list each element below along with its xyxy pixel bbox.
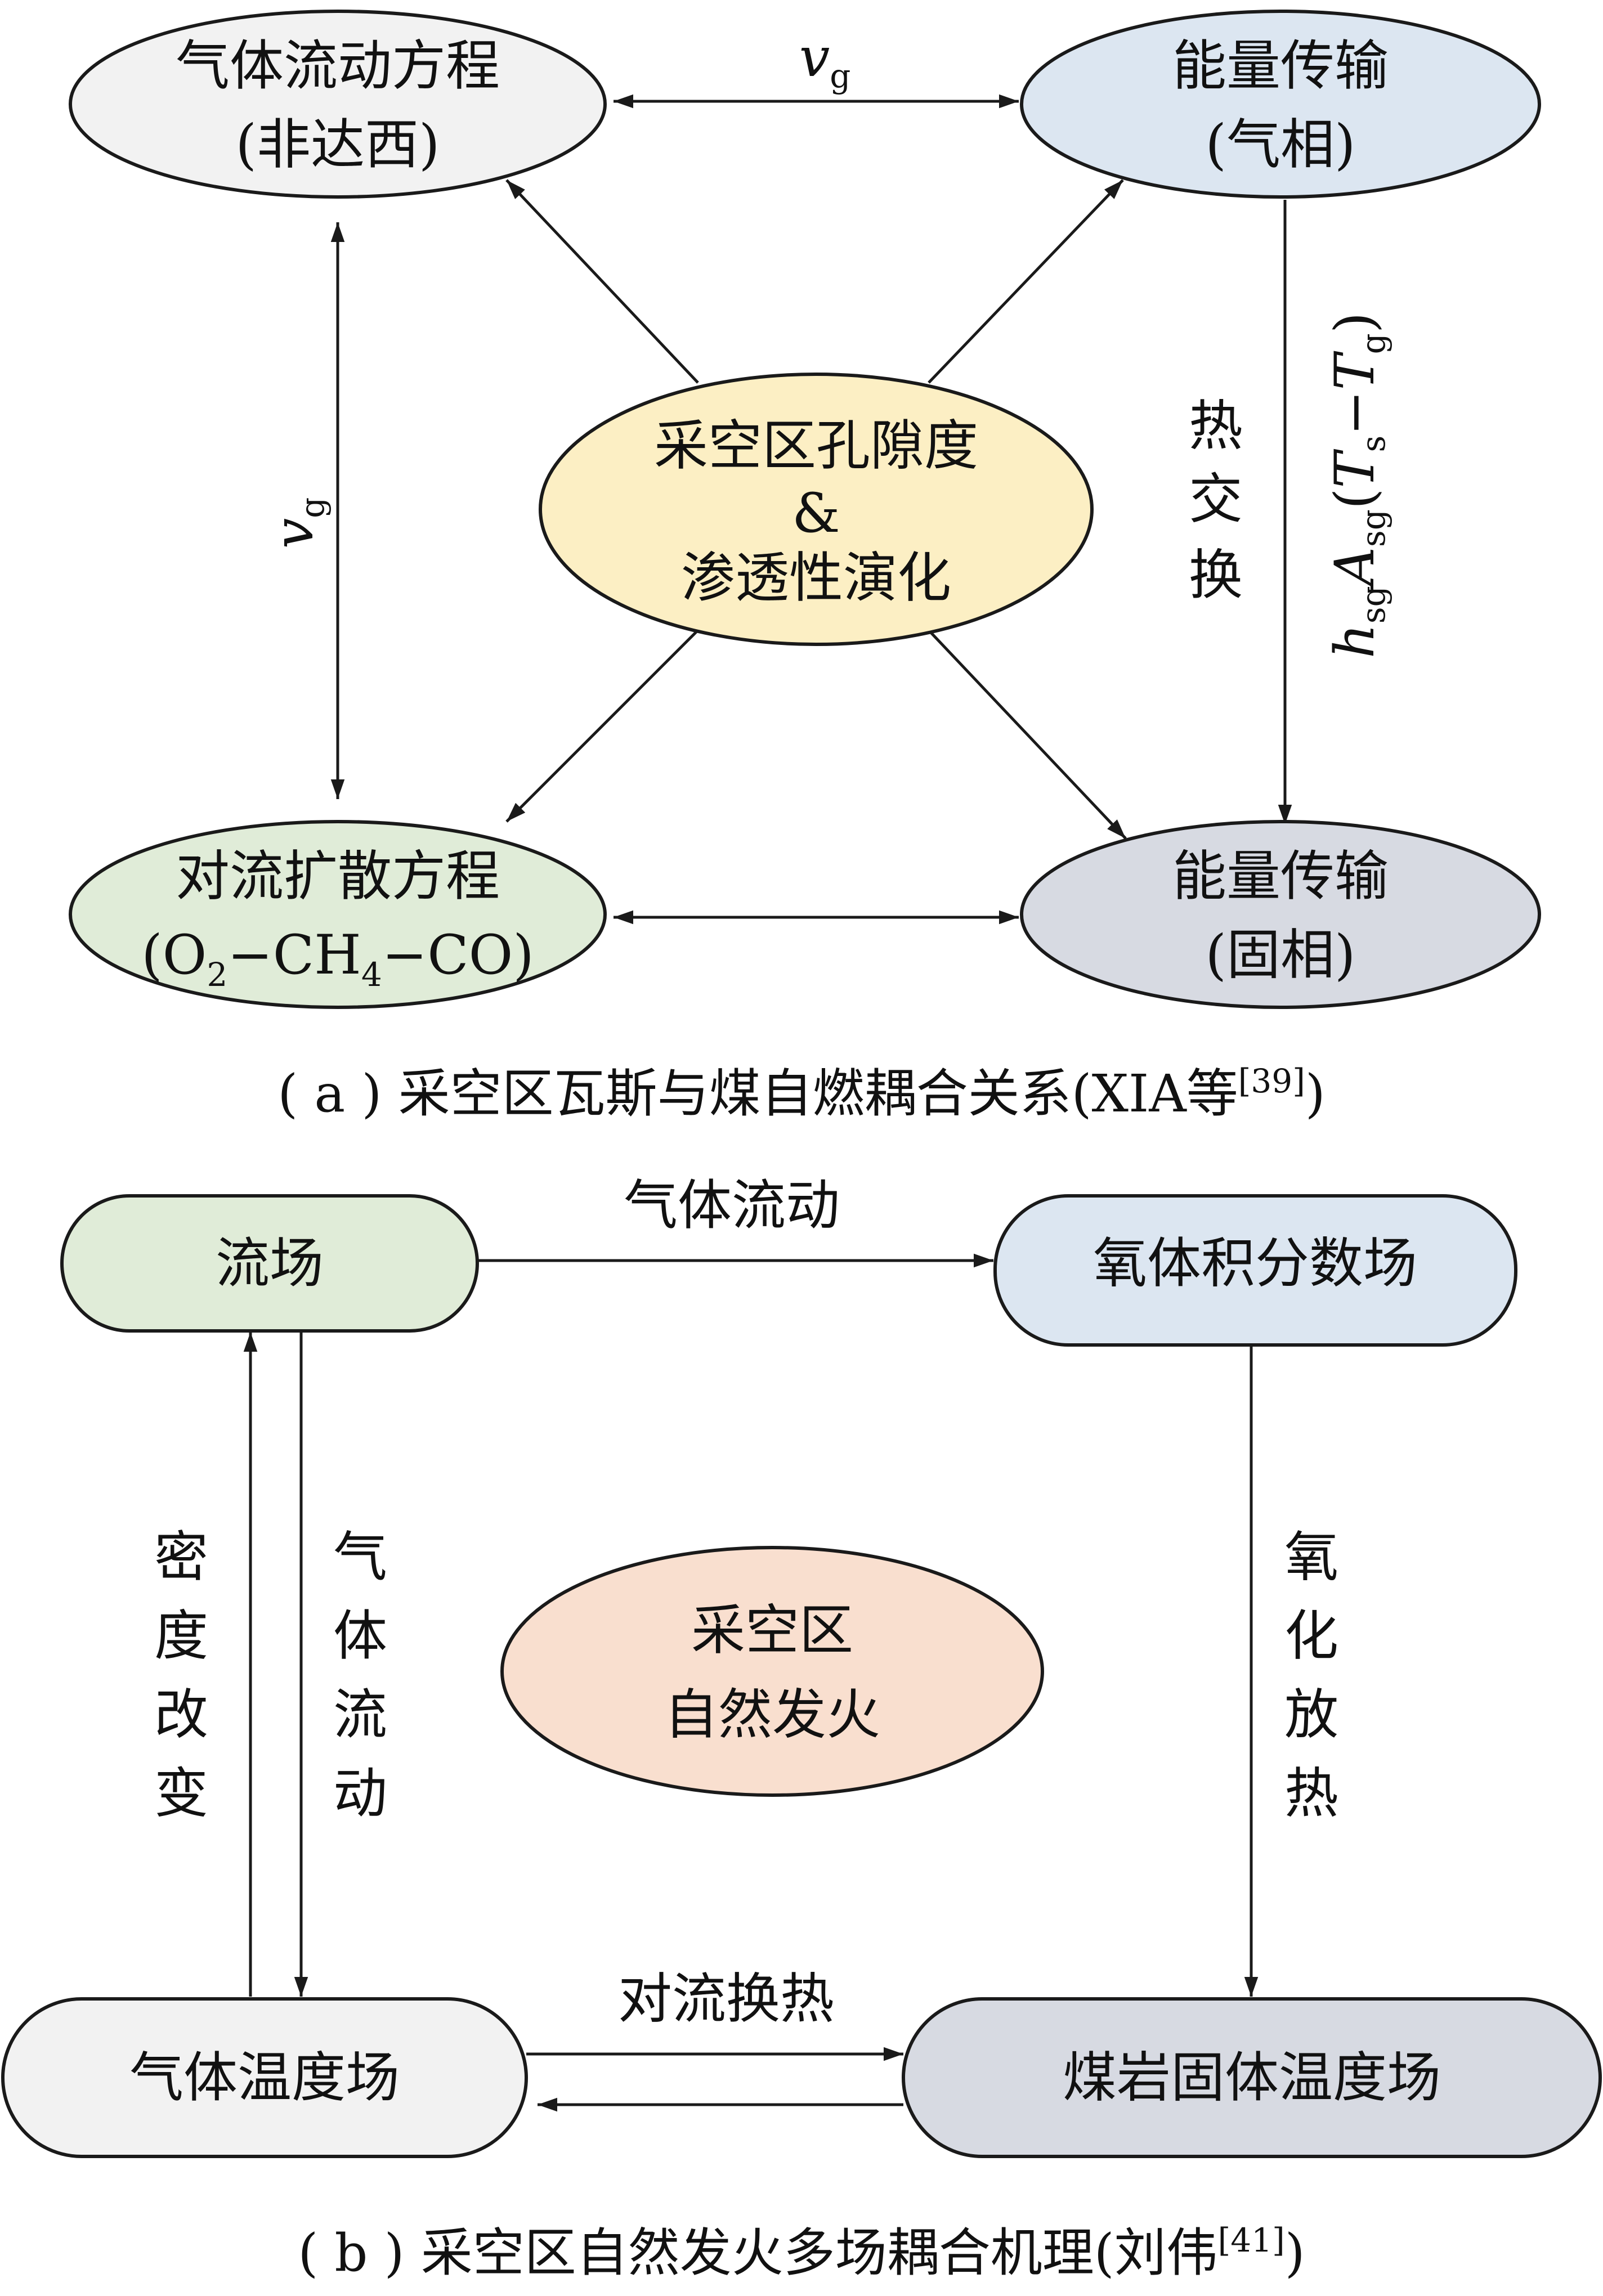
node-subtitle: (O2−CH4−CO): [141, 923, 534, 994]
node-oxygen-fraction-field: 氧体积分数场: [993, 1194, 1517, 1347]
svg-text:氧: 氧: [1284, 1526, 1338, 1589]
node-subtitle: (固相): [1206, 923, 1356, 986]
node-solid-temperature-field: 煤岩固体温度场: [902, 1997, 1602, 2158]
node-title: 氧体积分数场: [1093, 1232, 1417, 1295]
svg-text:交: 交: [1189, 468, 1243, 531]
node-title: 对流扩散方程: [176, 845, 500, 908]
svg-text:流: 流: [333, 1683, 387, 1746]
node-shape: [500, 1546, 1044, 1797]
node-title: 采空区孔隙度: [654, 414, 978, 477]
panel-a: 气体流动方程 (非达西) 能量传输 (气相) 采空区孔隙度 & 渗透性演化 对流…: [69, 10, 1541, 1124]
caption-b: ( b ) 采空区自然发火多场耦合机理(刘伟[41]): [298, 2221, 1305, 2283]
label-heat-exchange: 热 交 换: [1189, 394, 1243, 607]
node-subtitle: (非达西): [236, 113, 440, 176]
svg-text:动: 动: [333, 1762, 387, 1825]
node-convection-diffusion: 对流扩散方程 (O2−CH4−CO): [69, 820, 607, 1009]
node-gas-flow-equation: 气体流动方程 (非达西): [69, 10, 607, 199]
panel-b: 流场 氧体积分数场 采空区 自然发火 气体温度场 煤岩固体温度场 气体流动 密 …: [1, 1174, 1602, 2283]
svg-text:放: 放: [1284, 1683, 1338, 1746]
edge-center-to-convection: [505, 629, 699, 823]
node-title: 流场: [216, 1232, 324, 1295]
node-title: 能量传输: [1172, 34, 1389, 97]
label-vg-left: vg: [262, 497, 332, 549]
node-shape: [60, 1194, 479, 1333]
edge-center-to-energy-solid: [928, 629, 1127, 840]
label-gas-flow-top: 气体流动: [624, 1174, 840, 1237]
svg-text:密: 密: [154, 1526, 208, 1589]
node-shape: [1020, 820, 1541, 1009]
node-shape: [993, 1194, 1517, 1347]
svg-text:热: 热: [1284, 1762, 1338, 1825]
label-convective-heat: 对流换热: [618, 1967, 834, 2030]
node-shape: [902, 1997, 1602, 2158]
node-subtitle: 渗透性演化: [681, 546, 951, 609]
svg-text:变: 变: [154, 1762, 208, 1825]
node-shape: [69, 10, 607, 199]
svg-text:化: 化: [1284, 1604, 1338, 1667]
svg-text:改: 改: [154, 1683, 208, 1746]
node-title: 气体流动方程: [176, 34, 500, 97]
node-shape: [1, 1997, 528, 2158]
node-flow-field: 流场: [60, 1194, 479, 1333]
node-spontaneous-combustion: 采空区 自然发火: [500, 1546, 1044, 1797]
svg-text:热: 热: [1189, 394, 1243, 458]
node-shape: [1020, 10, 1541, 199]
node-porosity-permeability: 采空区孔隙度 & 渗透性演化: [539, 373, 1094, 646]
caption-a: ( a ) 采空区瓦斯与煤自燃耦合关系(XIA等[39]): [277, 1062, 1326, 1124]
node-gas-temperature-field: 气体温度场: [1, 1997, 528, 2158]
node-energy-gas-phase: 能量传输 (气相): [1020, 10, 1541, 199]
node-title: 气体温度场: [129, 2046, 400, 2109]
node-shape: [539, 373, 1094, 646]
svg-text:度: 度: [154, 1604, 208, 1667]
svg-text:换: 换: [1189, 544, 1243, 607]
label-vg-top: vg: [799, 26, 850, 95]
label-heat-formula: hsgAsg(Ts−Tg): [1323, 312, 1392, 658]
svg-text:体: 体: [333, 1604, 387, 1667]
node-title: 采空区: [691, 1599, 853, 1662]
label-density-change: 密 度 改 变: [154, 1526, 208, 1825]
svg-text:气: 气: [333, 1526, 387, 1589]
node-ampersand: &: [792, 482, 840, 545]
node-title: 能量传输: [1172, 845, 1389, 908]
node-energy-solid-phase: 能量传输 (固相): [1020, 820, 1541, 1009]
edge-center-to-gas-flow: [505, 179, 699, 384]
node-subtitle: (气相): [1206, 113, 1356, 176]
node-title: 煤岩固体温度场: [1063, 2046, 1441, 2109]
edge-center-to-energy-gas: [928, 179, 1124, 384]
label-oxidation-heat: 氧 化 放 热: [1284, 1526, 1338, 1825]
node-shape: [69, 820, 607, 1009]
label-gas-flow-vertical: 气 体 流 动: [333, 1526, 387, 1825]
node-subtitle: 自然发火: [664, 1683, 880, 1746]
